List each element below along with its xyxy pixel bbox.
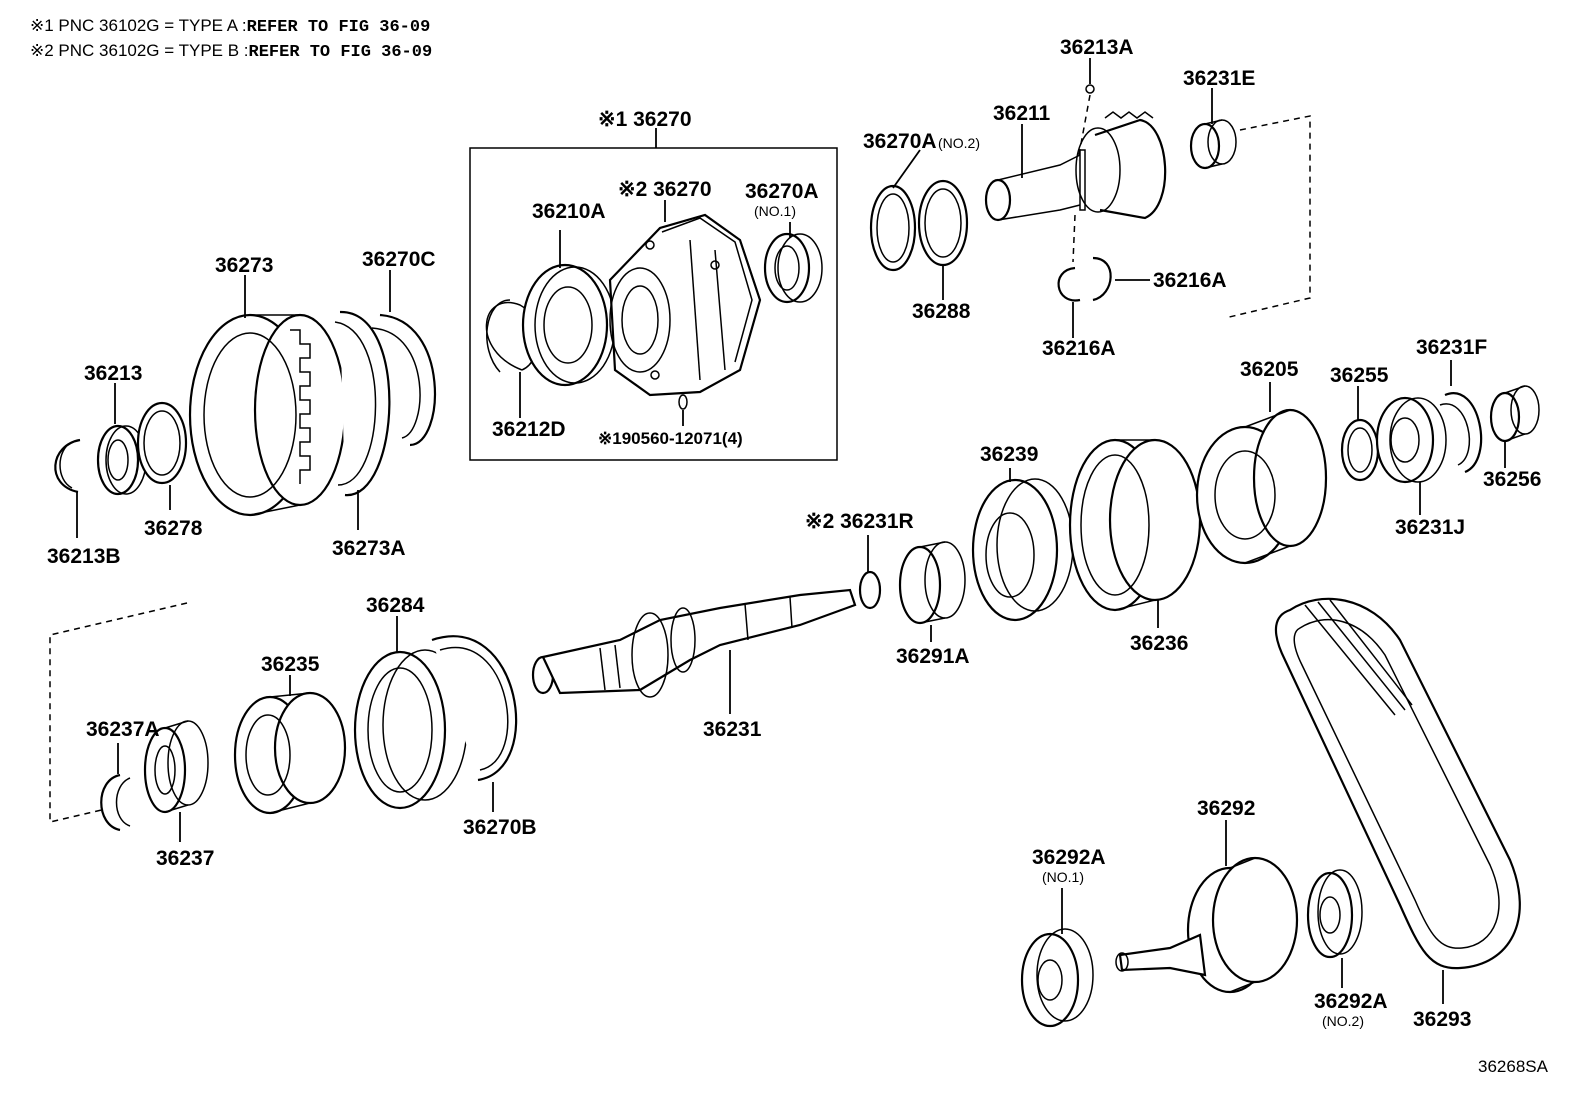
label-36270-type2[interactable]: ※2 36270 xyxy=(618,178,712,201)
part-36231F[interactable] xyxy=(1444,392,1483,474)
label-36213A[interactable]: 36213A xyxy=(1060,36,1134,59)
part-36205[interactable] xyxy=(1195,408,1328,565)
label-36231[interactable]: 36231 xyxy=(703,718,762,741)
part-36270A-no2[interactable] xyxy=(869,184,917,272)
part-36231R[interactable] xyxy=(858,570,882,610)
label-36291A[interactable]: 36291A xyxy=(896,645,970,668)
label-36236[interactable]: 36236 xyxy=(1130,632,1188,655)
label-36293[interactable]: 36293 xyxy=(1413,1008,1471,1031)
label-36237[interactable]: 36237 xyxy=(156,847,214,870)
part-36213A[interactable] xyxy=(1085,84,1095,94)
label-36292A-no2-sub: (NO.2) xyxy=(1322,1013,1364,1029)
label-36278[interactable]: 36278 xyxy=(144,517,203,540)
part-36210A[interactable] xyxy=(521,263,616,387)
part-36213[interactable] xyxy=(96,424,147,496)
note-type-a: ※1 PNC 36102G = TYPE A :REFER TO FIG 36-… xyxy=(30,16,430,37)
part-36211[interactable] xyxy=(984,111,1167,222)
note-type-b: ※2 PNC 36102G = TYPE B :REFER TO FIG 36-… xyxy=(30,41,432,62)
label-36239[interactable]: 36239 xyxy=(980,443,1038,466)
figure-id: 36268SA xyxy=(1478,1057,1549,1076)
label-36292A-no1[interactable]: 36292A xyxy=(1032,846,1106,869)
part-36256[interactable] xyxy=(1489,385,1540,443)
part-36270-housing[interactable] xyxy=(608,213,762,397)
part-36292A-no2[interactable] xyxy=(1306,869,1363,959)
label-36231F[interactable]: 36231F xyxy=(1416,336,1487,359)
part-36270A-no1[interactable] xyxy=(763,232,823,304)
label-36288[interactable]: 36288 xyxy=(912,300,971,323)
label-36273[interactable]: 36273 xyxy=(215,254,273,277)
label-36237A[interactable]: 36237A xyxy=(86,718,160,741)
label-36210A[interactable]: 36210A xyxy=(532,200,606,223)
label-36270A-no1-sub: (NO.1) xyxy=(754,203,796,219)
part-36288[interactable] xyxy=(917,179,969,267)
label-36255[interactable]: 36255 xyxy=(1330,364,1389,387)
part-36255[interactable] xyxy=(1340,418,1380,482)
label-36205[interactable]: 36205 xyxy=(1240,358,1299,381)
label-36213[interactable]: 36213 xyxy=(84,362,142,385)
part-36292A-no1[interactable] xyxy=(1020,928,1094,1028)
part-36293[interactable] xyxy=(1274,597,1521,970)
part-36231[interactable] xyxy=(531,588,857,698)
label-190560-12071[interactable]: ※190560-12071(4) xyxy=(598,429,743,448)
part-36284[interactable] xyxy=(353,649,468,810)
part-36231E[interactable] xyxy=(1189,119,1237,170)
label-36216A-right[interactable]: 36216A xyxy=(1153,269,1227,292)
group-box-36270 xyxy=(469,147,838,461)
label-36270-group[interactable]: ※1 36270 xyxy=(598,108,692,131)
part-36237[interactable] xyxy=(143,720,209,814)
part-36273A[interactable] xyxy=(339,310,391,497)
part-36291A[interactable] xyxy=(898,541,966,625)
label-36273A[interactable]: 36273A xyxy=(332,537,406,560)
part-36239[interactable] xyxy=(971,478,1074,622)
note-type-b-ref[interactable]: REFER TO FIG 36-09 xyxy=(248,43,433,62)
part-36273[interactable] xyxy=(188,313,347,517)
part-36278[interactable] xyxy=(136,401,188,485)
label-36270A-no1[interactable]: 36270A xyxy=(745,180,819,203)
part-190560-12071[interactable] xyxy=(678,394,688,410)
part-36270C[interactable] xyxy=(379,313,437,447)
part-36216A-upper[interactable] xyxy=(1092,256,1112,302)
label-36212D[interactable]: 36212D xyxy=(492,418,566,441)
label-36292A-no1-sub: (NO.1) xyxy=(1042,869,1084,885)
part-36235[interactable] xyxy=(233,691,347,815)
note-type-b-text: ※2 PNC 36102G = TYPE B : xyxy=(30,41,249,60)
label-36235[interactable]: 36235 xyxy=(261,653,320,676)
label-36292[interactable]: 36292 xyxy=(1197,797,1255,820)
label-36231J[interactable]: 36231J xyxy=(1395,516,1465,539)
label-36231R[interactable]: ※2 36231R xyxy=(805,510,914,533)
label-36216A-bottom[interactable]: 36216A xyxy=(1042,337,1116,360)
label-36270C[interactable]: 36270C xyxy=(362,248,436,271)
part-36231J[interactable] xyxy=(1375,396,1447,484)
note-type-a-ref[interactable]: REFER TO FIG 36-09 xyxy=(246,18,431,37)
label-36256[interactable]: 36256 xyxy=(1483,468,1541,491)
part-36270B[interactable] xyxy=(431,635,518,782)
label-36292A-no2[interactable]: 36292A xyxy=(1314,990,1388,1013)
label-36211[interactable]: 36211 xyxy=(993,102,1051,125)
part-36216A-lower[interactable] xyxy=(1057,266,1081,302)
label-36231E[interactable]: 36231E xyxy=(1183,67,1255,90)
part-36237A[interactable] xyxy=(100,773,121,832)
label-36270A-no2-sub: (NO.2) xyxy=(938,135,980,151)
part-36292[interactable] xyxy=(1115,856,1299,994)
label-36284[interactable]: 36284 xyxy=(366,594,425,617)
label-36270A-no2[interactable]: 36270A xyxy=(863,130,937,153)
label-36213B[interactable]: 36213B xyxy=(47,545,121,568)
label-36270B[interactable]: 36270B xyxy=(463,816,537,839)
note-type-a-text: ※1 PNC 36102G = TYPE A : xyxy=(30,16,247,35)
part-36236[interactable] xyxy=(1068,438,1202,612)
